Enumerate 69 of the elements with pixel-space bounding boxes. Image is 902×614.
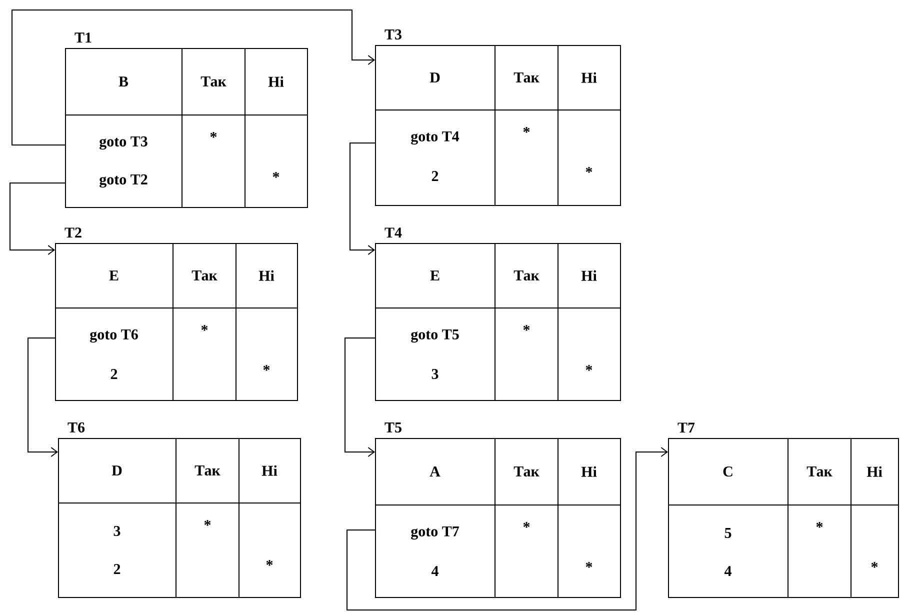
condition-label: C	[723, 466, 732, 477]
column-header: Ні	[581, 72, 597, 83]
rule-mark: *	[816, 522, 823, 528]
table-title: T2	[64, 228, 82, 238]
table-title: T6	[68, 422, 85, 432]
action-label: goto T4	[411, 131, 460, 145]
table-title: T5	[384, 422, 402, 432]
rule-mark: *	[204, 520, 211, 526]
decision-table	[374, 422, 621, 598]
column-header: Ні	[581, 466, 597, 477]
column-header: Так	[514, 270, 540, 280]
rule-mark: *	[523, 522, 530, 528]
connector-arrow	[28, 338, 58, 457]
table-title: T4	[384, 228, 402, 238]
action-label: goto T3	[100, 136, 148, 150]
rule-mark: *	[523, 325, 530, 331]
rule-mark: *	[586, 167, 592, 173]
rule-mark: *	[523, 127, 530, 133]
column-header: Так	[192, 270, 218, 280]
action-label: 5	[724, 528, 732, 538]
column-header: Так	[514, 72, 540, 82]
condition-label: A	[430, 466, 440, 476]
action-label: goto T2	[100, 174, 148, 188]
connector-arrow	[350, 142, 376, 255]
column-header: Так	[200, 76, 226, 86]
condition-label: B	[118, 76, 128, 86]
column-header: Так	[514, 466, 540, 476]
rule-mark: *	[871, 562, 878, 568]
action-label: 2	[114, 564, 120, 574]
connector-arrow	[344, 338, 376, 457]
decision-table	[374, 29, 621, 206]
rule-mark: *	[201, 325, 208, 331]
table-title: T7	[678, 422, 695, 432]
action-label: 4	[431, 566, 438, 576]
decision-table	[668, 422, 899, 598]
condition-label: E	[430, 270, 440, 280]
decision-table	[54, 228, 298, 401]
action-label: 3	[432, 368, 438, 380]
table-title: T3	[384, 29, 402, 40]
rule-mark: *	[272, 172, 280, 178]
connector-arrow	[10, 182, 66, 255]
action-label: goto T5	[411, 329, 459, 343]
column-header: Ні	[262, 465, 278, 476]
action-label: goto T6	[90, 329, 138, 343]
rule-mark: *	[266, 560, 273, 566]
column-header: Так	[194, 466, 220, 476]
action-label: 4	[724, 566, 732, 576]
rule-mark: *	[586, 365, 592, 371]
connector-arrow	[12, 10, 375, 146]
action-label: goto T7	[411, 526, 460, 540]
action-label: 3	[114, 526, 120, 536]
column-header: Ні	[268, 76, 284, 87]
condition-label: D	[430, 72, 440, 82]
column-header: Ні	[258, 270, 274, 281]
action-label: 2	[110, 369, 118, 379]
condition-label: E	[109, 270, 118, 280]
rule-mark: *	[263, 365, 270, 371]
table-title: T1	[74, 32, 92, 42]
rule-mark: *	[210, 132, 217, 138]
connector-arrow	[346, 447, 668, 610]
action-label: 2	[432, 171, 438, 181]
condition-label: D	[112, 466, 122, 476]
rule-mark: *	[586, 562, 592, 568]
column-header: Ні	[866, 466, 882, 477]
decision-table	[58, 422, 301, 598]
column-header: Ні	[581, 270, 597, 281]
column-header: Так	[806, 466, 832, 476]
decision-table	[374, 228, 621, 401]
decision-table	[64, 32, 308, 208]
